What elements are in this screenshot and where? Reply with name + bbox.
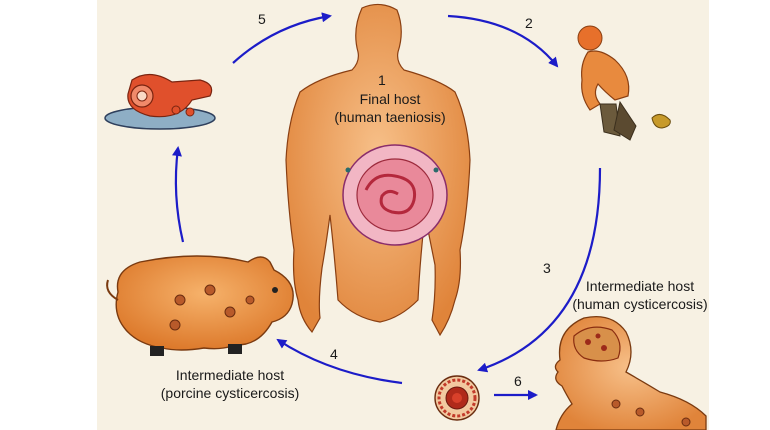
egg-icon bbox=[434, 375, 480, 421]
arrow-5 bbox=[232, 12, 332, 64]
step-number-1: 1 bbox=[378, 72, 386, 88]
intermediate-human-label: Intermediate host (human cysticercosis) bbox=[560, 277, 720, 313]
intermediate-pig-line1: Intermediate host bbox=[175, 367, 285, 383]
arrow-1-up bbox=[172, 146, 185, 243]
step-number-5: 5 bbox=[258, 11, 266, 27]
intermediate-pig-line2: (porcine cysticercosis) bbox=[160, 385, 300, 401]
intermediate-human-line1: Intermediate host bbox=[585, 278, 695, 294]
step-number-4: 4 bbox=[330, 346, 338, 362]
final-host-line2: (human taeniosis) bbox=[334, 109, 446, 125]
human-head-icon bbox=[554, 315, 707, 430]
pig-icon bbox=[106, 255, 294, 356]
step-number-2: 2 bbox=[525, 15, 533, 31]
intermediate-human-line2: (human cysticercosis) bbox=[572, 296, 708, 312]
final-host-line1: Final host bbox=[359, 91, 421, 107]
final-host-label: Final host (human taeniosis) bbox=[325, 90, 455, 126]
arrow-4 bbox=[276, 338, 403, 385]
human-torso-icon bbox=[285, 3, 471, 337]
cycle-arrows bbox=[172, 12, 602, 400]
arrow-3 bbox=[477, 167, 602, 373]
defecating-person-icon bbox=[577, 25, 671, 141]
arrow-2 bbox=[447, 14, 559, 68]
step-number-6: 6 bbox=[514, 373, 522, 389]
intermediate-pig-label: Intermediate host (porcine cysticercosis… bbox=[150, 366, 310, 402]
meat-icon bbox=[104, 73, 216, 130]
step-number-3: 3 bbox=[543, 260, 551, 276]
